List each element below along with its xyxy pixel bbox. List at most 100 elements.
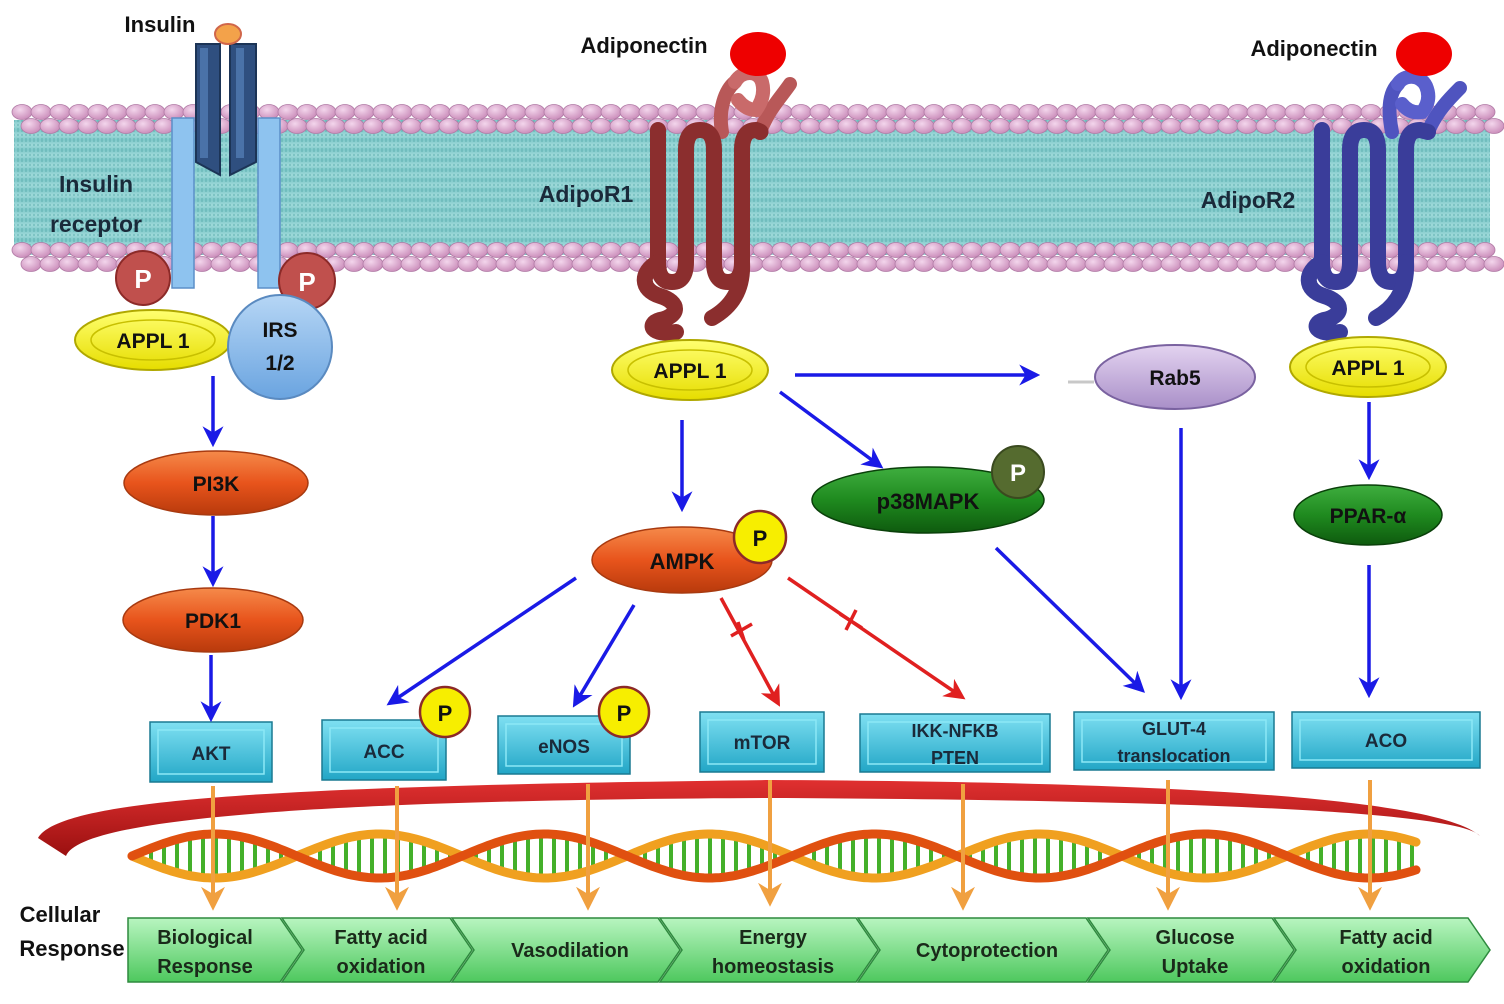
lipid-head	[1018, 242, 1040, 258]
lipid-head	[904, 104, 926, 120]
svg-text:P: P	[753, 526, 768, 551]
lipid-head	[809, 104, 831, 120]
lipid-head	[980, 104, 1002, 120]
lipid-head	[1046, 118, 1068, 134]
lipid-head	[562, 242, 584, 258]
lipid-head	[11, 242, 33, 258]
lipid-head	[11, 104, 33, 120]
svg-text:PDK1: PDK1	[185, 610, 241, 633]
adipor1-receptor	[636, 66, 797, 341]
lipid-head	[1160, 118, 1182, 134]
lipid-head	[1075, 242, 1097, 258]
lipid-head	[999, 242, 1021, 258]
response-text-4-1: Energy	[739, 927, 808, 949]
lipid-head	[391, 242, 413, 258]
lipid-head	[790, 104, 812, 120]
dna-helix	[127, 829, 1421, 883]
lipid-head	[894, 256, 916, 272]
lipid-head	[809, 242, 831, 258]
lipid-head	[77, 118, 99, 134]
lipid-head	[1274, 256, 1296, 272]
lipid-head	[638, 104, 660, 120]
lipid-head	[1417, 242, 1439, 258]
insulin-label: Insulin	[125, 12, 196, 37]
lipid-head	[191, 256, 213, 272]
lipid-head	[1464, 256, 1486, 272]
lipid-head	[771, 242, 793, 258]
lipid-head	[505, 242, 527, 258]
lipid-head	[799, 256, 821, 272]
glut4-box: GLUT-4 translocation	[1073, 711, 1275, 771]
lipid-head	[837, 118, 859, 134]
lipid-head	[220, 242, 242, 258]
lipid-head	[951, 256, 973, 272]
lipid-head	[1217, 256, 1239, 272]
lipid-head	[106, 242, 128, 258]
lipid-head	[1217, 118, 1239, 134]
lipid-head	[790, 242, 812, 258]
lipid-head	[1056, 104, 1078, 120]
lipid-head	[296, 104, 318, 120]
lipid-head	[438, 118, 460, 134]
lipid-head	[353, 104, 375, 120]
lipid-head	[1455, 242, 1477, 258]
lipid-head	[1455, 104, 1477, 120]
lipid-head	[1208, 242, 1230, 258]
lipid-head	[1170, 104, 1192, 120]
lipid-head	[476, 256, 498, 272]
lipid-head	[1236, 256, 1258, 272]
svg-text:GLUT-4: GLUT-4	[1142, 719, 1206, 739]
response-text-6-2: Uptake	[1162, 956, 1229, 978]
lipid-head	[381, 118, 403, 134]
lipid-head	[68, 242, 90, 258]
lipid-head	[334, 104, 356, 120]
lipid-head	[68, 104, 90, 120]
svg-text:1/2: 1/2	[265, 352, 294, 375]
lipid-head	[989, 118, 1011, 134]
lipid-head	[87, 242, 109, 258]
adipor2-label: AdipoR2	[1201, 187, 1296, 213]
lipid-head	[486, 104, 508, 120]
lipid-head	[153, 118, 175, 134]
lipid-head	[875, 118, 897, 134]
lipid-head	[619, 104, 641, 120]
response-text-2-1: Fatty acid	[334, 927, 427, 949]
svg-text:ACC: ACC	[363, 742, 404, 763]
mtor-box: mTOR	[699, 711, 825, 773]
response-chevron-3	[450, 917, 681, 983]
inhibition-arrows	[719, 576, 966, 707]
lipid-head	[894, 118, 916, 134]
lipid-head	[419, 256, 441, 272]
lipid-head	[1075, 104, 1097, 120]
lipid-head	[400, 256, 422, 272]
lipid-head	[334, 242, 356, 258]
svg-text:AKT: AKT	[191, 744, 230, 765]
lipid-head	[828, 104, 850, 120]
lipid-head	[1056, 242, 1078, 258]
lipid-head	[286, 118, 308, 134]
lipid-head	[571, 256, 593, 272]
lipid-head	[1132, 242, 1154, 258]
svg-text:P: P	[134, 264, 151, 294]
lipid-head	[1151, 104, 1173, 120]
lipid-head	[571, 118, 593, 134]
lipid-head	[951, 118, 973, 134]
response-text-7-2: oxidation	[1342, 956, 1431, 978]
aco-box: ACO	[1291, 711, 1481, 769]
appl1-right: APPL 1	[1289, 336, 1447, 398]
lipid-head	[505, 104, 527, 120]
lipid-head	[362, 118, 384, 134]
lipid-head	[49, 242, 71, 258]
response-text-6-1: Glucose	[1156, 927, 1235, 949]
lipid-head	[1464, 118, 1486, 134]
lipid-head	[362, 256, 384, 272]
phospho-insulin-right: P	[278, 252, 336, 310]
lipid-head	[619, 242, 641, 258]
lipid-head	[799, 118, 821, 134]
lipid-head	[1018, 104, 1040, 120]
lipid-head	[1151, 242, 1173, 258]
lipid-head	[1293, 118, 1315, 134]
lipid-head	[1037, 242, 1059, 258]
lipid-head	[495, 256, 517, 272]
lipid-head	[1160, 256, 1182, 272]
